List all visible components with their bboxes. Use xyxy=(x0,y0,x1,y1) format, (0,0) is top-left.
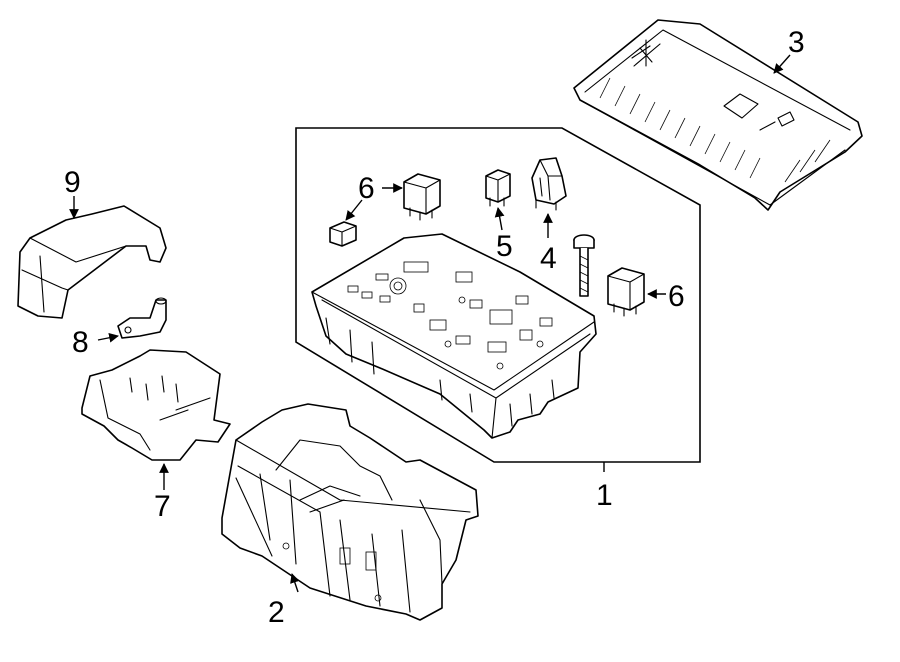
battery-tray xyxy=(221,403,479,621)
callout-3: 3 xyxy=(788,26,805,59)
leader-lines xyxy=(69,54,791,593)
bracket-cover-9 xyxy=(17,205,167,319)
relay-4 xyxy=(531,157,567,211)
fuse-box-cover xyxy=(573,19,863,211)
relay-6-right xyxy=(607,267,645,317)
callout-5: 5 xyxy=(496,230,513,263)
callout-7: 7 xyxy=(154,490,171,523)
callout-9: 9 xyxy=(64,166,81,199)
small-connector xyxy=(329,221,357,247)
bracket-8 xyxy=(117,297,167,339)
callout-6a: 6 xyxy=(358,172,375,205)
bolt xyxy=(573,234,595,297)
bracket-7 xyxy=(81,349,231,461)
callout-2: 2 xyxy=(268,596,285,629)
callout-1: 1 xyxy=(596,479,613,512)
assembly-frame xyxy=(295,127,701,463)
callout-8: 8 xyxy=(72,326,89,359)
callout-6b: 6 xyxy=(668,280,685,313)
callout-4: 4 xyxy=(540,242,557,275)
fuse-block xyxy=(311,233,597,439)
relay-6-left xyxy=(403,173,441,221)
relay-5 xyxy=(485,169,511,207)
